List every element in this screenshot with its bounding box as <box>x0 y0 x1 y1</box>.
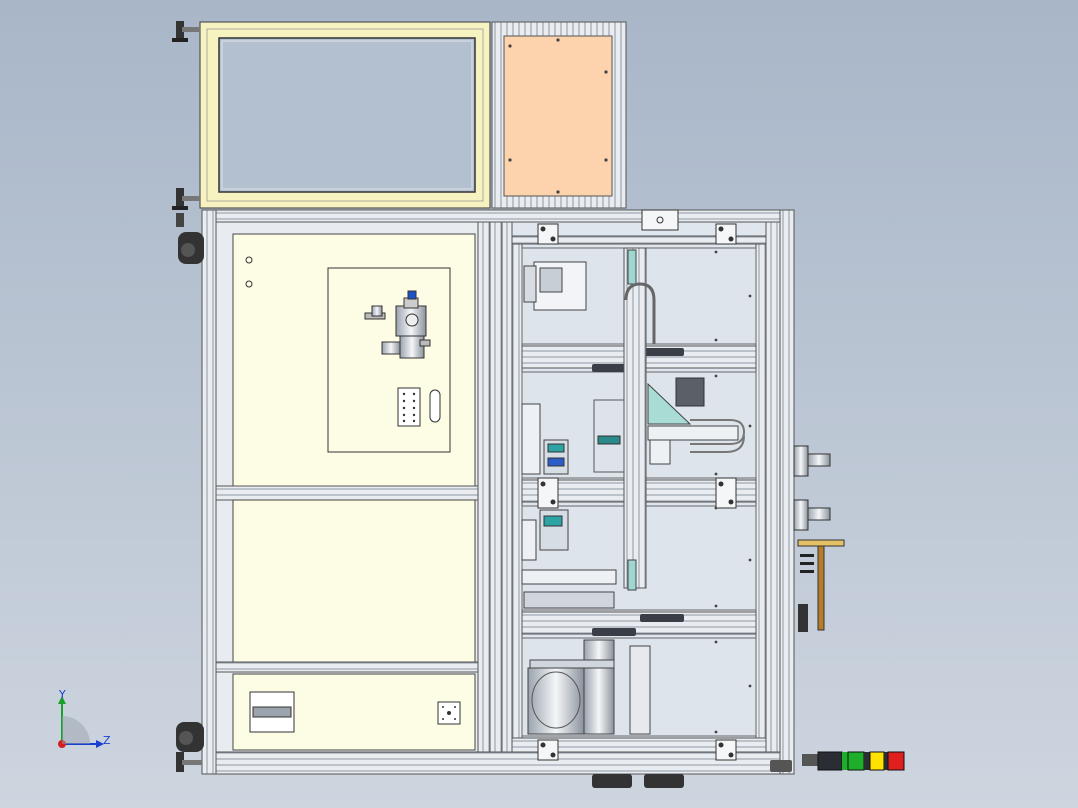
door-handles <box>592 348 684 636</box>
pneumatic-regulator <box>364 290 431 359</box>
axis-triad <box>58 696 104 748</box>
axis-z-label: Z <box>103 734 111 747</box>
bottom-feet <box>592 760 792 788</box>
electrical-cabinet <box>215 221 479 753</box>
signal-tower <box>802 751 905 771</box>
caster-bottom-left <box>176 722 204 772</box>
lower-fixture <box>521 509 617 609</box>
caster-top-left <box>178 232 204 264</box>
side-valves <box>793 445 845 632</box>
orange-panel-frame <box>491 21 627 209</box>
hinge-brackets <box>537 209 737 761</box>
middle-assembly <box>521 377 746 475</box>
leveling-foot-top <box>172 21 200 42</box>
axis-y-label: Y <box>59 688 66 701</box>
upper-gripper <box>523 261 587 311</box>
leveling-foot-mid <box>172 188 200 227</box>
top-guard <box>199 21 491 209</box>
bottom-turntable <box>527 639 651 735</box>
